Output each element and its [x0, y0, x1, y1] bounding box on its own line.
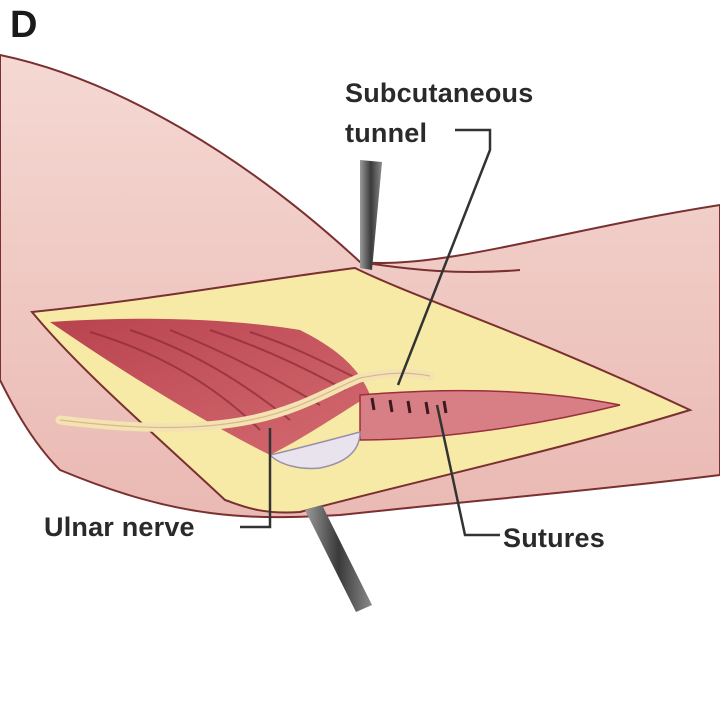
sutures-marks [370, 397, 448, 415]
arm-contour-line [359, 261, 521, 273]
subcutaneous-tunnel-label-line1: Subcutaneous [345, 78, 534, 108]
ulnar-nerve-label: Ulnar nerve [44, 512, 195, 542]
lower-retractor-instrument [305, 505, 372, 612]
muscle-striations [89, 329, 361, 431]
exposed-muscle [50, 318, 370, 455]
retracted-flap [268, 431, 361, 470]
panel-letter: D [10, 4, 38, 46]
sutures-label: Sutures [503, 523, 605, 553]
subcutaneous-tunnel-label-line2: tunnel [345, 118, 428, 148]
upper-retractor-instrument [360, 160, 382, 270]
leader-lines [240, 128, 500, 537]
